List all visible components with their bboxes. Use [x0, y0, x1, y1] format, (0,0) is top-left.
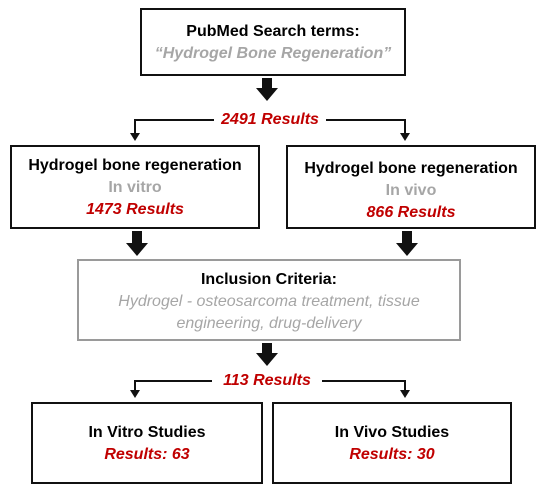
- inclusion-line-2: engineering, drug-delivery: [176, 315, 362, 332]
- in-vivo-studies-count: Results: 30: [349, 446, 435, 463]
- inclusion-line-1: Hydrogel - osteosarcoma treatment, tissu…: [118, 293, 420, 310]
- in-vivo-studies-box: In Vivo Studies Results: 30: [272, 402, 512, 484]
- in-vivo-studies-title: In Vivo Studies: [334, 424, 450, 441]
- thick-arrow-in-vitro: [126, 231, 148, 256]
- in-vitro-search-box: Hydrogel bone regeneration In vitro 1473…: [10, 145, 260, 229]
- in-vivo-search-box: Hydrogel bone regeneration In vivo 866 R…: [286, 145, 536, 229]
- thick-arrow-search: [256, 78, 278, 101]
- in-vivo-search-count: 866 Results: [366, 204, 456, 221]
- in-vitro-search-title: Hydrogel bone regeneration: [28, 157, 242, 174]
- split-arrow-total: [134, 119, 406, 135]
- inclusion-criteria-box: Inclusion Criteria: Hydrogel - osteosarc…: [77, 259, 461, 341]
- filtered-results: 113 Results: [212, 371, 322, 391]
- in-vitro-studies-count: Results: 63: [104, 446, 190, 463]
- inclusion-title: Inclusion Criteria:: [200, 271, 338, 288]
- in-vitro-search-count: 1473 Results: [86, 201, 184, 218]
- thick-arrow-inclusion: [256, 343, 278, 366]
- search-box: PubMed Search terms: “Hydrogel Bone Rege…: [140, 8, 406, 76]
- search-terms: “Hydrogel Bone Regeneration”: [154, 45, 392, 62]
- total-results: 2491 Results: [214, 110, 326, 130]
- in-vitro-studies-box: In Vitro Studies Results: 63: [31, 402, 263, 484]
- search-title: PubMed Search terms:: [186, 23, 360, 40]
- in-vitro-search-subtitle: In vitro: [108, 179, 162, 196]
- in-vivo-search-subtitle: In vivo: [385, 182, 437, 199]
- split-arrow-filtered: [134, 380, 406, 392]
- in-vitro-studies-title: In Vitro Studies: [88, 424, 206, 441]
- in-vivo-search-title: Hydrogel bone regeneration: [304, 160, 518, 177]
- thick-arrow-in-vivo: [396, 231, 418, 256]
